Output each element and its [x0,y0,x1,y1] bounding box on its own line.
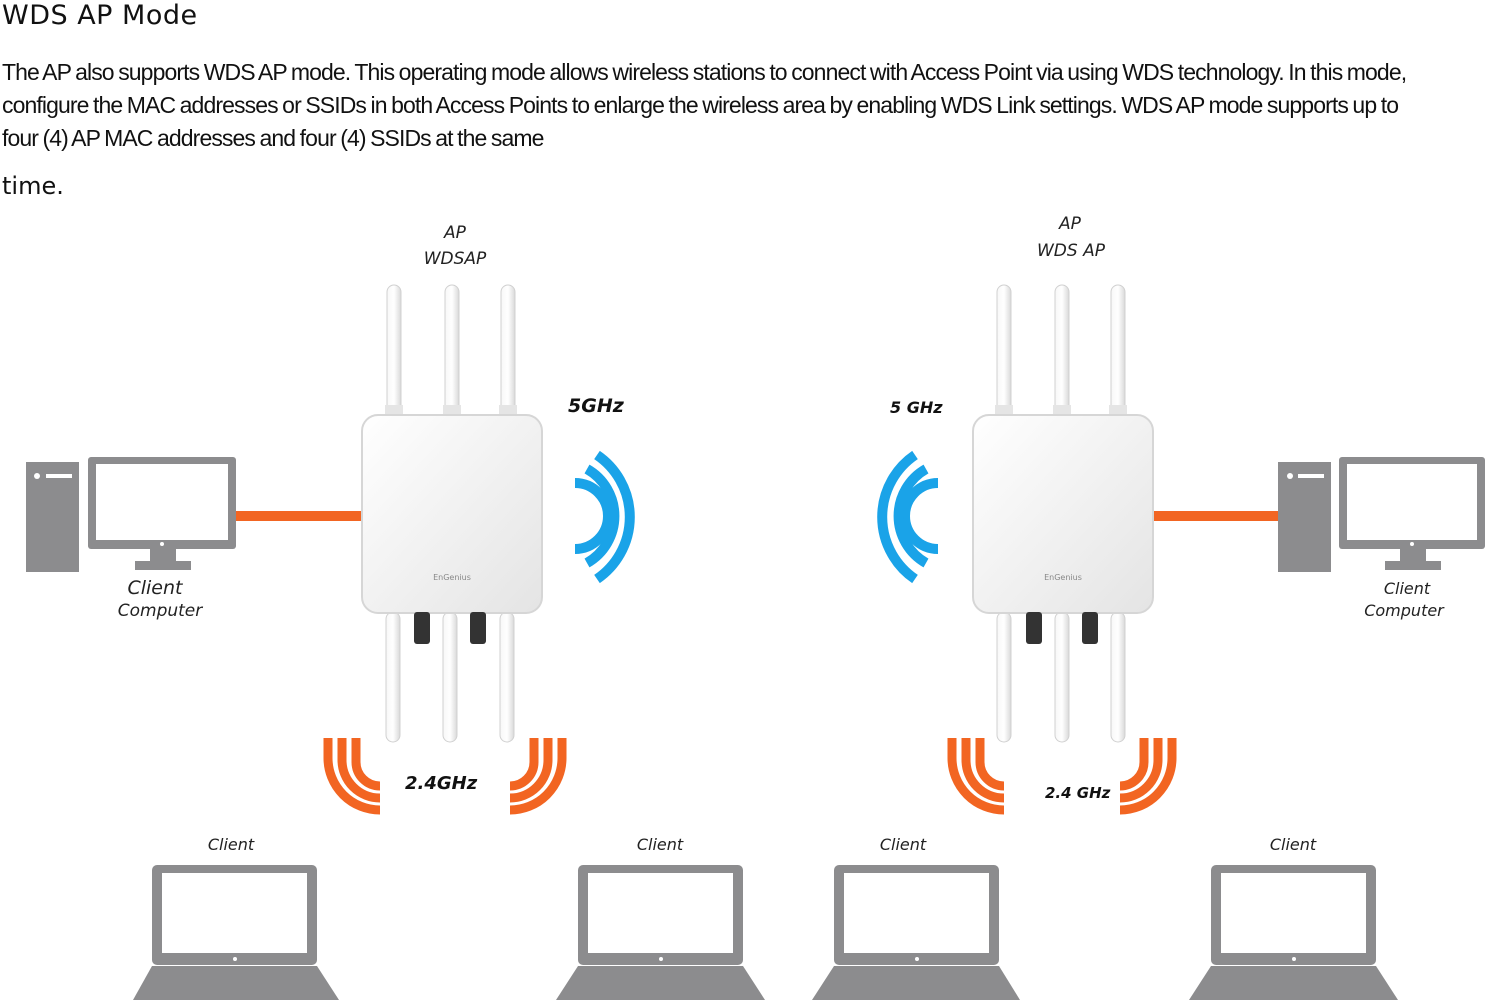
right-computer-label-top: Client [1384,579,1431,598]
left-computer-label-top: Client [127,577,184,599]
left-24ghz-wave-right-icon [509,738,567,815]
right-computer-label-bottom: Computer [1364,601,1445,620]
right-ap-label-bottom: WDS AP [1037,241,1106,261]
laptop-1-label: Client [208,835,255,854]
left-computer-label-bottom: Computer [118,601,204,621]
paragraph-line-4: time. [2,172,64,200]
paragraph-line-1: The AP also supports WDS AP mode. This o… [2,59,1407,85]
laptop-2-icon [556,865,765,1000]
left-ethernet-cable [232,511,364,521]
left-5ghz-wave-icon [574,450,635,584]
right-access-point-icon: EnGenius [972,284,1154,743]
laptop-3-label: Client [880,835,927,854]
left-desktop-computer-icon [26,457,236,572]
left-24ghz-label: 2.4GHz [405,773,478,794]
right-5ghz-label: 5 GHz [890,398,943,417]
left-5ghz-label: 5GHz [568,395,625,417]
laptop-4-icon [1189,865,1398,1000]
right-5ghz-wave-icon [877,450,939,584]
svg-text:EnGenius: EnGenius [1044,573,1082,582]
right-24ghz-wave-left-icon [947,738,1005,815]
right-24ghz-wave-right-icon [1119,738,1177,815]
right-24ghz-label: 2.4 GHz [1045,784,1111,802]
paragraph-line-2: configure the MAC addresses or SSIDs in … [2,92,1399,118]
laptop-3-icon [812,865,1020,1000]
right-desktop-computer-icon [1278,457,1485,572]
right-ethernet-cable [1150,511,1280,521]
svg-text:EnGenius: EnGenius [433,573,471,582]
page-heading: WDS AP Mode [2,0,198,31]
description-paragraph: The AP also supports WDS AP mode. This o… [2,56,1499,155]
paragraph-line-3: four (4) AP MAC addresses and four (4) S… [2,125,544,151]
left-access-point-icon: EnGenius [361,284,543,743]
right-ap-label-top: AP [1058,214,1082,234]
left-24ghz-wave-left-icon [323,738,381,815]
laptop-1-icon [133,865,339,1000]
left-ap-label-bottom: WDSAP [424,249,487,269]
left-ap-label-top: AP [443,223,467,243]
laptop-4-label: Client [1270,835,1317,854]
laptop-2-label: Client [637,835,684,854]
